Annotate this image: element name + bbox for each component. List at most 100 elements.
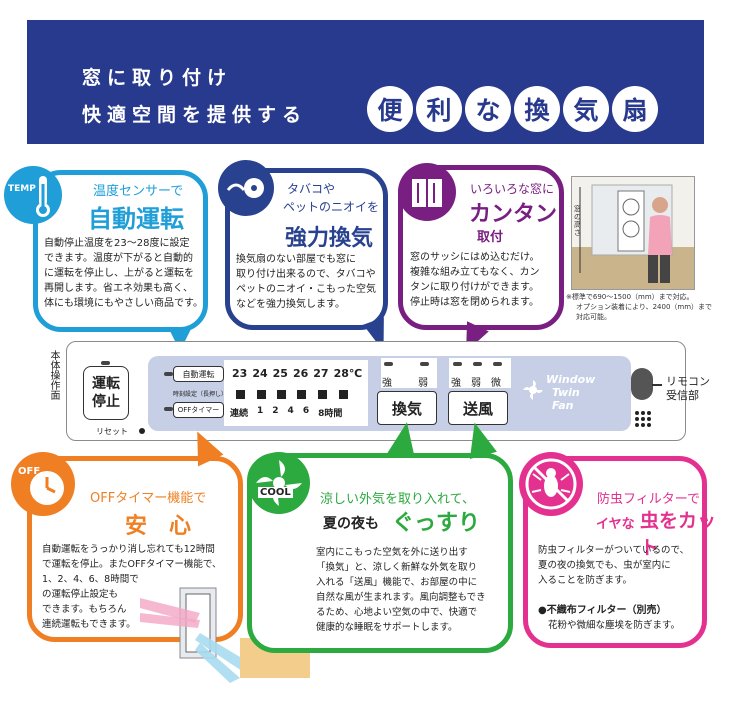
thermometer-icon-glyph (36, 176, 50, 217)
logo-line: Window (546, 373, 596, 386)
cool-box-tail (387, 419, 421, 459)
temp-value: 26 (292, 367, 309, 380)
cool-fan-glyph (256, 460, 302, 506)
window-text: 窓のサッシにはめ込むだけ。 複雑な組み立てもなく、カン タンに取り付けができます… (410, 250, 560, 310)
note-line: 対応可能。 (576, 313, 611, 321)
off-text: 自動運転をうっかり消し忘れても12時間 で運転を停止。またOFFタイマー機能で、… (42, 542, 242, 632)
ventilation-label: 換気 (391, 399, 422, 418)
text-line: 再開します。省エネ効果も高く、 (44, 283, 193, 294)
bug-sub-text: 花粉や微細な塵埃を防ぎます。 (548, 620, 681, 631)
text-line: 1、2、4、6、8時間で (42, 574, 139, 585)
temp-title: 自動運転 (88, 205, 184, 233)
logo-line: Fan (552, 399, 574, 412)
text-line: できます。温度が下がると自動的 (44, 253, 193, 264)
text-line: 換気扇のない部屋でも窓に (236, 254, 356, 265)
lcd-timers: 連続 1 2 4 6 8時間 (230, 406, 342, 419)
no-bug-icon (519, 452, 583, 516)
smoke-subtitle2: ペットのニオイを (283, 200, 380, 214)
run-label: 運転 (92, 376, 120, 392)
text-line: タンに取り付けができます。 (410, 282, 539, 293)
temp-value: 24 (252, 367, 268, 380)
cool-title2a: 夏の夜も (323, 516, 379, 532)
side-char: 本 (48, 350, 59, 360)
fan-icon-glyph (226, 178, 264, 198)
lcd-indicator (236, 390, 245, 399)
side-char: 作 (48, 380, 59, 390)
vent-weak-led (420, 362, 429, 366)
ventilation-button[interactable]: 換気 (377, 391, 437, 425)
text-line: 複雑な組み立てもなく、カン (410, 267, 540, 278)
temp-value: 28℃ (333, 367, 363, 380)
time-set-label: 時刻設定（長押し） (173, 391, 228, 398)
logo-line: Twin (552, 386, 580, 399)
top-banner: 窓に取り付け 快適空間を提供する 便 利 な 換 気 扇 (27, 20, 704, 144)
window-install-illustration: 窓の高さ (571, 176, 695, 290)
reset-button[interactable] (139, 428, 145, 434)
text-line: 入ることを防ぎます。 (538, 575, 633, 586)
run-stop-button[interactable]: 運転 停止 (83, 366, 129, 420)
window-subtitle: いろいろな窓に (470, 182, 555, 196)
text-line: 室内にこもった空気を外に送り出す (316, 547, 468, 558)
text-line: 連続運転もできます。 (42, 619, 136, 630)
fan-smoke-icon (218, 160, 274, 216)
lcd-temps: 23 24 25 26 27 28℃ (232, 367, 362, 380)
lcd-indicator (297, 390, 306, 399)
run-led (101, 361, 110, 365)
cool-icon-label: COOL (258, 487, 293, 498)
note-line: オプション装着により、2400（mm）まで (576, 303, 713, 311)
off-led (164, 407, 173, 411)
fan-label: 送風 (462, 399, 493, 418)
text-line: 自動停止温度を23〜28度に設定 (44, 238, 190, 249)
text-line: 窓のサッシにはめ込むだけ。 (410, 252, 540, 263)
cool-title2b: ぐっすり (392, 511, 481, 536)
bug-title2b: 虫をカット (640, 510, 717, 559)
note-line: ※標準で690〜1500（mm）まで対応。 (566, 293, 694, 301)
vent-weak-label: 弱 (418, 378, 428, 389)
auto-led (164, 372, 173, 376)
receiver-pointer (652, 384, 662, 386)
text-line: るため、心地よい空気の中で、快適で (316, 607, 478, 618)
text-line: 取り付け出来るので、タバコや (236, 269, 376, 280)
temp-value: 23 (232, 367, 248, 380)
temp-feature-box (33, 170, 208, 332)
temp-icon-label: TEMP (8, 184, 36, 194)
stop-label: 停止 (92, 394, 120, 410)
lcd-indicator (257, 390, 266, 399)
fan-weak-label: 弱 (471, 378, 481, 389)
smoke-text: 換気扇のない部屋でも窓に 取り付け出来るので、タバコや ペットのニオイ・こもった… (236, 252, 386, 312)
side-char: 操 (48, 370, 59, 380)
timer-value: 連続 (230, 409, 249, 419)
bug-title1: 防虫フィルターで (597, 492, 700, 507)
window-title: カンタン (469, 202, 558, 227)
off-timer-label: OFFタイマー (177, 406, 220, 414)
text-line: できます。もちろん (42, 604, 127, 615)
text-line: 自然な風が生まれます。風向調整もでき (316, 592, 486, 603)
text-line: 夏の夜の換気でも、虫が室内に (538, 560, 671, 571)
speaker-grill (633, 409, 653, 429)
side-char: 体 (48, 360, 59, 370)
text-line: で運転を停止。またOFFタイマー機能で、 (42, 559, 222, 570)
text-line: などを強力換気します。 (236, 299, 345, 310)
off-timer-button[interactable]: OFFタイマー (173, 402, 224, 418)
text-line: 停止時は窓を閉められます。 (410, 297, 539, 308)
temp-value: 25 (272, 367, 288, 380)
remote-label: リモコン 受信部 (666, 375, 710, 403)
timer-value: 2 (272, 406, 279, 416)
auto-run-button[interactable]: 自動運転 (173, 366, 224, 382)
off-title2: 安 心 (125, 514, 192, 539)
timer-value: 1 (257, 406, 264, 416)
bug-sub-title: ●不織布フィルター（別売） (538, 605, 667, 616)
cool-fan-icon: COOL (248, 452, 310, 514)
fan-weak-led (473, 362, 482, 366)
text-line: に運転を停止し、上がると運転を (44, 268, 194, 279)
text-line: 自動運転をうっかり消し忘れても12時間 (42, 544, 215, 555)
temp-text: 自動停止温度を23〜28度に設定 できます。温度が下がると自動的 に運転を停止し… (44, 236, 209, 311)
banner-line2: 快適空間を提供する (82, 104, 308, 126)
window-install-drawing (572, 184, 694, 289)
smoke-subtitle1: タバコや (287, 182, 336, 196)
cool-title1: 涼しい外気を取り入れて、 (320, 492, 475, 507)
no-bug-glyph (525, 458, 577, 510)
fan-button[interactable]: 送風 (448, 391, 508, 425)
banner-line1: 窓に取り付け (82, 67, 233, 89)
reset-label: リセット (96, 426, 128, 437)
